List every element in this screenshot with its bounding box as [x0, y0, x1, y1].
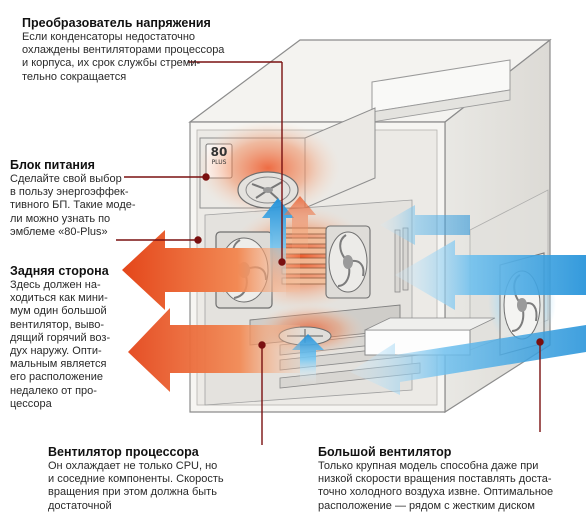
annotation-text: Только крупная модель способна даже при … — [318, 460, 582, 513]
warm-airflow-arrow-up — [284, 196, 316, 250]
annotation-line: охлаждены вентиляторами процессора — [22, 44, 225, 57]
annotation-cpu-fan: Вентилятор процессора Он охлаждает не то… — [48, 445, 278, 513]
leader-lines — [116, 61, 544, 445]
annotation-text: Сделайте свой выбор в пользу энергоэффек… — [10, 173, 140, 239]
annotation-line: Здесь должен на- — [10, 279, 101, 291]
annotation-line: вращения при этом должна быть — [48, 486, 217, 499]
annotation-line: Сделайте свой выбор — [10, 173, 122, 185]
annotation-voltage-converter: Преобразователь напряжения Если конденса… — [22, 16, 242, 84]
80-plus-logo-word: PLUS — [211, 159, 227, 166]
annotation-line: точно холодного воздуха извне. Оптимальн… — [318, 486, 554, 499]
annotation-line: мум один большой — [10, 305, 107, 318]
annotation-line: и корпуса, их срок службы стреми- — [22, 57, 201, 70]
annotation-line: расположение — рядом с жестким диском — [318, 499, 535, 512]
annotation-title: Большой вентилятор — [318, 445, 452, 459]
annotation-rear-side: Задняя сторона Здесь должен на- ходиться… — [10, 264, 130, 411]
psu-fan-icon — [237, 171, 299, 209]
annotation-line: недалеко от про- — [10, 384, 97, 397]
cpu-fan-icon — [325, 225, 371, 299]
annotation-line: тельно сокращается — [22, 70, 127, 83]
80-plus-logo: 80 PLUS — [206, 146, 232, 167]
annotation-line: и соседние компоненты. Скорость — [48, 473, 224, 486]
80-plus-logo-number: 80 — [210, 145, 228, 159]
annotation-line: ходиться как мини- — [10, 292, 108, 305]
annotation-line: цессора — [10, 397, 52, 410]
annotation-line: эмблеме «80-Plus» — [10, 225, 108, 238]
annotation-text: Здесь должен на- ходиться как мини- мум … — [10, 279, 130, 411]
annotation-line: в пользу энергоэффек- — [10, 186, 129, 199]
annotation-line: мальным является — [10, 358, 107, 371]
hot-exhaust-arrow-lower — [128, 308, 300, 392]
annotation-text: Он охлаждает не только CPU, но и соседни… — [48, 460, 278, 513]
hot-exhaust-arrow-upper — [122, 230, 300, 310]
annotation-psu: Блок питания Сделайте свой выбор в польз… — [10, 158, 140, 239]
psu-heat — [196, 120, 340, 216]
annotation-line: Он охлаждает не только CPU, но — [48, 460, 218, 472]
annotation-title: Преобразователь напряжения — [22, 16, 211, 30]
annotation-line: дящий горячий воз- — [10, 331, 111, 344]
annotation-title: Блок питания — [10, 158, 95, 172]
cold-airflow-arrow-lower — [350, 325, 586, 395]
annotation-title: Задняя сторона — [10, 264, 109, 278]
annotation-title: Вентилятор процессора — [48, 445, 199, 459]
annotation-line: ли можно узнать по — [10, 212, 111, 225]
annotation-line: его расположение — [10, 371, 103, 384]
annotation-line: Если конденсаторы недостаточно — [22, 31, 196, 43]
cold-airflow-arrow-upper — [395, 240, 586, 310]
annotation-big-fan: Большой вентилятор Только крупная модель… — [318, 445, 582, 513]
annotation-text: Если конденсаторы недостаточно охлаждены… — [22, 31, 242, 84]
annotation-line: низкой скорости вращения поставлять дост… — [318, 473, 552, 486]
annotation-line: дух наружу. Опти- — [10, 345, 102, 358]
annotation-line: вентилятор, выво- — [10, 318, 104, 331]
annotation-line: достаточной — [48, 499, 112, 512]
cold-airflow-arrow-inner — [380, 205, 470, 245]
annotation-line: Только крупная модель способна даже при — [318, 460, 539, 472]
annotation-line: тивного БП. Такие моде- — [10, 199, 136, 212]
